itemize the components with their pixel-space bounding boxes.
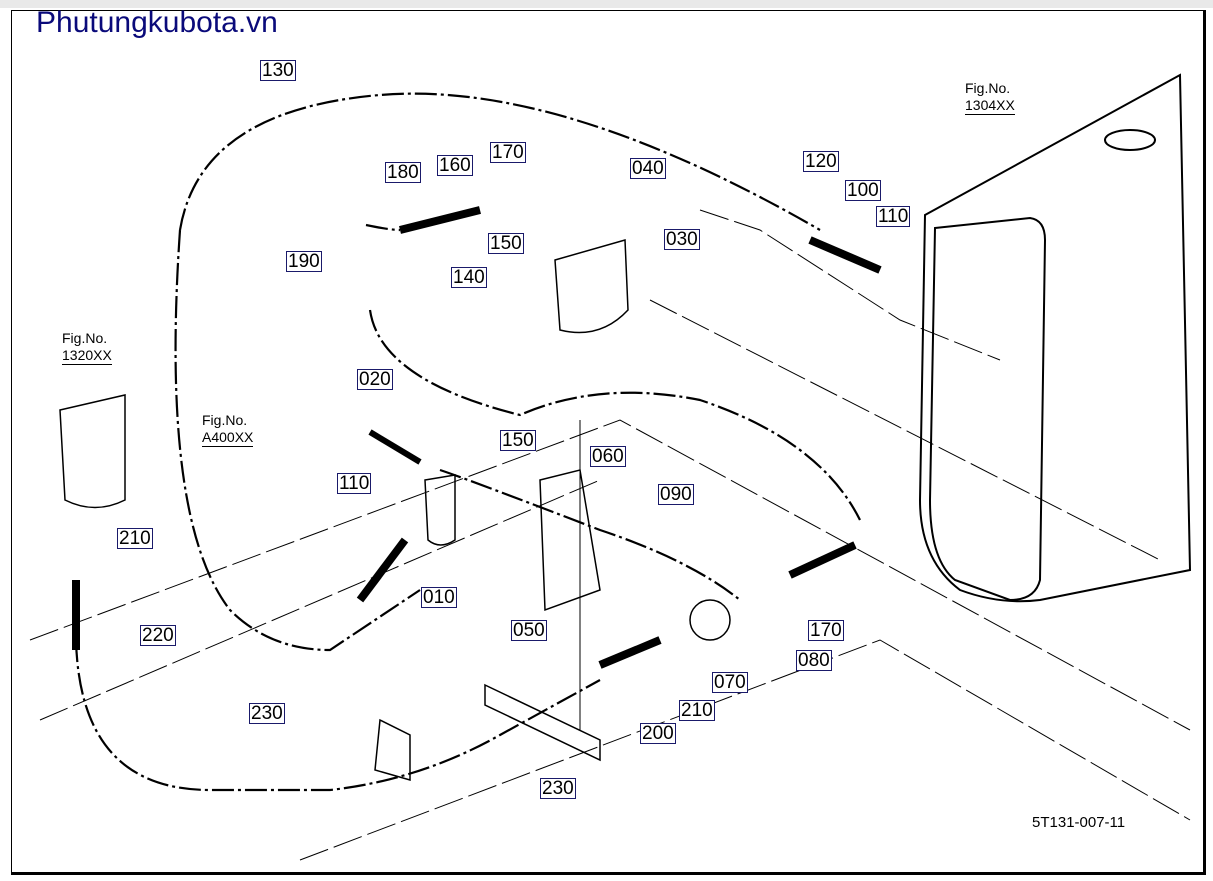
callout-170[interactable]: 170	[490, 142, 526, 163]
callout-040[interactable]: 040	[630, 158, 666, 179]
fuel-tank	[918, 73, 1192, 603]
callout-110[interactable]: 110	[876, 206, 911, 227]
callout-180[interactable]: 180	[385, 162, 421, 183]
callout-070[interactable]: 070	[712, 672, 748, 693]
callout-080[interactable]: 080	[796, 650, 832, 671]
fig-ref-a400xx: Fig.No.A400XX	[202, 412, 254, 447]
frame-rails	[29, 209, 1191, 861]
callout-150[interactable]: 150	[488, 233, 524, 254]
toolbar-strip	[0, 0, 1213, 8]
fig-ref-1320xx: Fig.No.1320XX	[62, 330, 112, 365]
callout-150b[interactable]: 150	[500, 430, 536, 451]
callout-210b[interactable]: 210	[679, 700, 715, 721]
callout-090[interactable]: 090	[658, 484, 694, 505]
drawing-code: 5T131-007-11	[1032, 814, 1126, 831]
fig-ref-1304xx: Fig.No.1304XX	[965, 80, 1015, 115]
callout-100[interactable]: 100	[845, 180, 881, 201]
callout-210[interactable]: 210	[117, 528, 153, 549]
callout-130[interactable]: 130	[260, 60, 296, 81]
diagram-frame	[11, 10, 1206, 875]
callout-050[interactable]: 050	[511, 620, 547, 641]
callout-230b[interactable]: 230	[540, 778, 576, 799]
callout-030[interactable]: 030	[664, 229, 700, 250]
callout-220[interactable]: 220	[140, 625, 176, 646]
callout-110b[interactable]: 110	[337, 473, 372, 494]
callout-170b[interactable]: 170	[808, 620, 844, 641]
callout-010[interactable]: 010	[421, 587, 457, 608]
fuel-line-path	[74, 92, 861, 792]
callout-200[interactable]: 200	[640, 723, 676, 744]
brand-watermark: Phutungkubota.vn	[36, 6, 278, 39]
callout-140[interactable]: 140	[451, 267, 487, 288]
component-shapes	[59, 206, 882, 781]
callout-120[interactable]: 120	[803, 151, 839, 172]
callout-060[interactable]: 060	[590, 446, 626, 467]
callout-160[interactable]: 160	[437, 155, 473, 176]
callout-230[interactable]: 230	[249, 703, 285, 724]
callout-020[interactable]: 020	[357, 369, 393, 390]
callout-190[interactable]: 190	[286, 251, 322, 272]
